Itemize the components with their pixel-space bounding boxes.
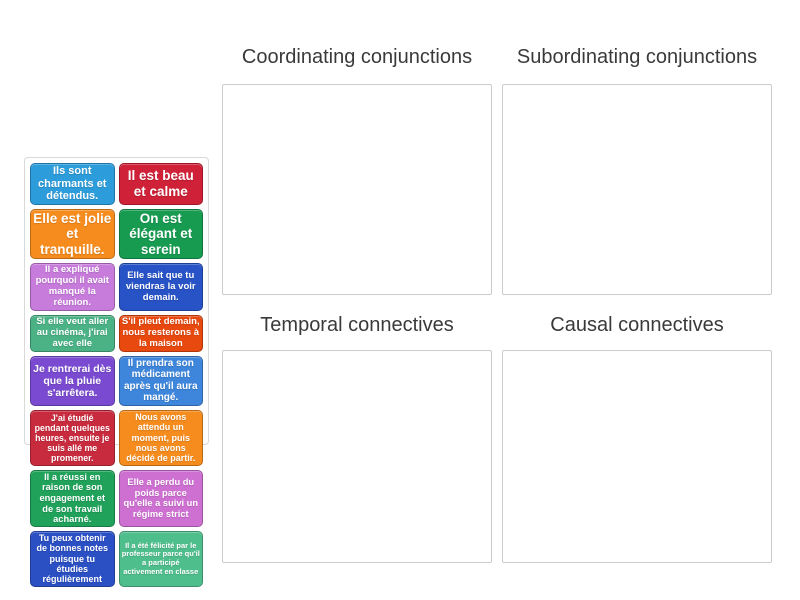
category-title-coordinating-conjunctions: Coordinating conjunctions <box>241 46 473 68</box>
draggable-tile[interactable]: Il a réussi en raison de son engagement … <box>30 469 115 528</box>
draggable-tile[interactable]: S'il pleut demain, nous resterons à la m… <box>118 315 203 352</box>
category-dropzone-coordinating-conjunctions[interactable] <box>222 84 492 295</box>
draggable-tile[interactable]: Elle a perdu du poids parce qu'elle a su… <box>118 469 203 528</box>
category-title-temporal-connectives: Temporal connectives <box>260 314 454 336</box>
draggable-tile[interactable]: Elle est jolie et tranquille. <box>30 208 115 260</box>
category-dropzone-causal-connectives[interactable] <box>502 350 772 563</box>
draggable-tile[interactable]: Si elle veut aller au cinéma, j'irai ave… <box>30 315 115 352</box>
draggable-tile[interactable]: Il est beau et calme <box>118 163 203 205</box>
draggable-tile[interactable]: Il a été félicité par le professeur parc… <box>118 531 203 587</box>
draggable-tile[interactable]: Nous avons attendu un moment, puis nous … <box>118 409 203 466</box>
draggable-tile[interactable]: Elle sait que tu viendras la voir demain… <box>118 263 203 312</box>
category-dropzone-subordinating-conjunctions[interactable] <box>502 84 772 295</box>
draggable-tile[interactable]: Ils sont charmants et détendus. <box>30 163 115 205</box>
draggable-tile[interactable]: J'ai étudié pendant quelques heures, ens… <box>30 409 115 466</box>
category-title-causal-connectives: Causal connectives <box>550 314 724 336</box>
category-dropzone-temporal-connectives[interactable] <box>222 350 492 563</box>
draggable-tile[interactable]: Il a expliqué pourquoi il avait manqué l… <box>30 263 115 312</box>
tile-tray: Ils sont charmants et détendus. Il est b… <box>24 157 209 587</box>
draggable-tile[interactable]: Je rentrerai dès que la pluie s'arrêtera… <box>30 355 115 406</box>
category-title-subordinating-conjunctions: Subordinating conjunctions <box>516 46 758 68</box>
draggable-tile[interactable]: Il prendra son médicament après qu'il au… <box>118 355 203 406</box>
draggable-tile[interactable]: Tu peux obtenir de bonnes notes puisque … <box>30 531 115 587</box>
draggable-tile[interactable]: On est élégant et serein <box>118 208 203 260</box>
